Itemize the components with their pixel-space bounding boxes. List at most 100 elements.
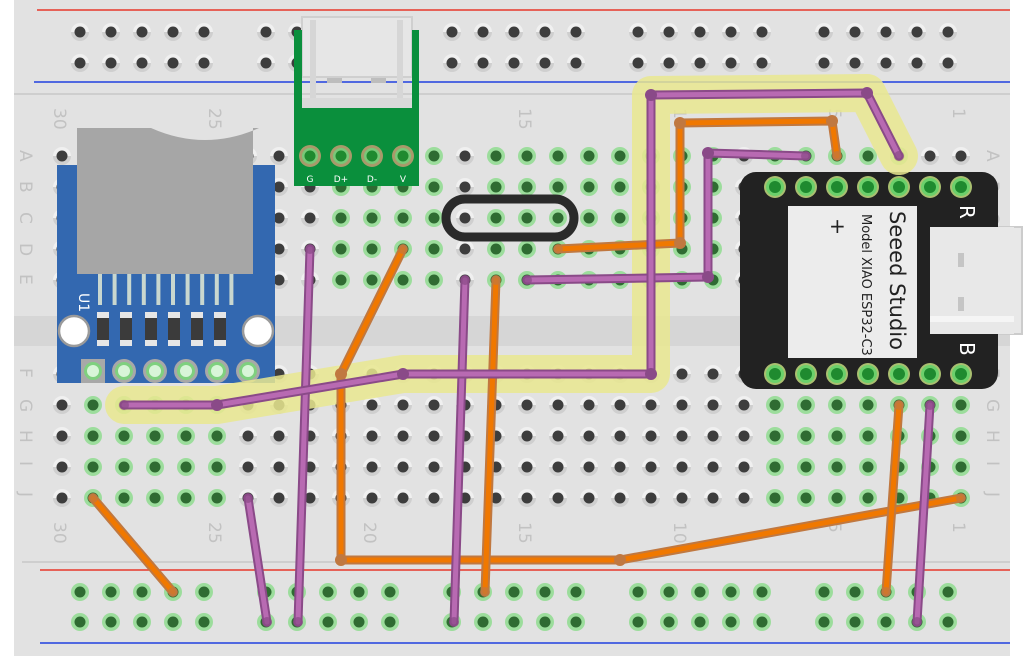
breadboard-hole[interactable] xyxy=(487,209,505,227)
xiao-pin[interactable] xyxy=(764,363,786,385)
breadboard-hole[interactable] xyxy=(766,489,784,507)
breadboard-hole[interactable] xyxy=(766,458,784,476)
breadboard-hole[interactable] xyxy=(673,396,691,414)
breadboard-hole[interactable] xyxy=(257,23,275,41)
breadboard-hole[interactable] xyxy=(239,458,257,476)
breadboard-hole[interactable] xyxy=(611,178,629,196)
breadboard-hole[interactable] xyxy=(518,458,536,476)
wire-bendpoint[interactable] xyxy=(826,115,838,127)
breadboard-hole[interactable] xyxy=(363,458,381,476)
breadboard-hole[interactable] xyxy=(611,147,629,165)
breadboard-hole[interactable] xyxy=(425,271,443,289)
breadboard-hole[interactable] xyxy=(84,427,102,445)
breadboard-hole[interactable] xyxy=(580,209,598,227)
breadboard-hole[interactable] xyxy=(580,489,598,507)
wire-purple-1[interactable] xyxy=(293,244,315,627)
breadboard-hole[interactable] xyxy=(518,489,536,507)
breadboard-hole[interactable] xyxy=(567,54,585,72)
breadboard-hole[interactable] xyxy=(102,583,120,601)
breadboard-hole[interactable] xyxy=(146,489,164,507)
breadboard-hole[interactable] xyxy=(381,583,399,601)
breadboard-hole[interactable] xyxy=(71,613,89,631)
wire-endpoint[interactable] xyxy=(553,244,563,254)
breadboard-hole[interactable] xyxy=(722,613,740,631)
wire-endpoint[interactable] xyxy=(460,275,470,285)
wire-purple-2[interactable] xyxy=(243,493,272,627)
breadboard-hole[interactable] xyxy=(921,147,939,165)
xiao-pin[interactable] xyxy=(795,176,817,198)
breadboard-hole[interactable] xyxy=(673,427,691,445)
breadboard-hole[interactable] xyxy=(939,583,957,601)
breadboard-hole[interactable] xyxy=(611,489,629,507)
xiao-pin[interactable] xyxy=(919,176,941,198)
breadboard-hole[interactable] xyxy=(611,458,629,476)
usb-pin-d+[interactable]: D+ xyxy=(330,145,352,185)
breadboard-hole[interactable] xyxy=(828,489,846,507)
breadboard-hole[interactable] xyxy=(722,23,740,41)
breadboard-hole[interactable] xyxy=(939,23,957,41)
breadboard-hole[interactable] xyxy=(722,54,740,72)
breadboard-hole[interactable] xyxy=(257,54,275,72)
wire-bendpoint[interactable] xyxy=(397,368,409,380)
wire-endpoint[interactable] xyxy=(956,493,966,503)
wire-bendpoint[interactable] xyxy=(335,554,347,566)
breadboard-hole[interactable] xyxy=(363,209,381,227)
sd-module-pin[interactable] xyxy=(81,359,105,383)
breadboard-hole[interactable] xyxy=(505,23,523,41)
breadboard-hole[interactable] xyxy=(859,458,877,476)
breadboard-hole[interactable] xyxy=(102,23,120,41)
breadboard-hole[interactable] xyxy=(425,240,443,258)
breadboard-hole[interactable] xyxy=(828,427,846,445)
breadboard-hole[interactable] xyxy=(735,458,753,476)
wire-endpoint[interactable] xyxy=(522,275,532,285)
breadboard-hole[interactable] xyxy=(53,458,71,476)
sd-module-pin[interactable] xyxy=(112,359,136,383)
breadboard-hole[interactable] xyxy=(195,583,213,601)
breadboard-hole[interactable] xyxy=(580,147,598,165)
wire-endpoint[interactable] xyxy=(119,400,129,410)
xiao-pin[interactable] xyxy=(795,363,817,385)
breadboard-hole[interactable] xyxy=(753,23,771,41)
breadboard-hole[interactable] xyxy=(177,458,195,476)
breadboard-hole[interactable] xyxy=(859,396,877,414)
breadboard-hole[interactable] xyxy=(549,427,567,445)
breadboard-hole[interactable] xyxy=(846,583,864,601)
breadboard-hole[interactable] xyxy=(660,23,678,41)
breadboard-hole[interactable] xyxy=(425,178,443,196)
breadboard-hole[interactable] xyxy=(611,209,629,227)
wire-bendpoint[interactable] xyxy=(645,89,657,101)
breadboard-hole[interactable] xyxy=(518,178,536,196)
breadboard-hole[interactable] xyxy=(536,54,554,72)
breadboard-hole[interactable] xyxy=(177,427,195,445)
breadboard-hole[interactable] xyxy=(691,583,709,601)
breadboard-hole[interactable] xyxy=(301,209,319,227)
breadboard-hole[interactable] xyxy=(908,23,926,41)
breadboard-hole[interactable] xyxy=(425,147,443,165)
wire-bendpoint[interactable] xyxy=(674,117,686,129)
wire-bendpoint[interactable] xyxy=(335,368,347,380)
breadboard-hole[interactable] xyxy=(270,458,288,476)
sd-module-pin[interactable] xyxy=(236,359,260,383)
breadboard-hole[interactable] xyxy=(456,178,474,196)
xiao-pin[interactable] xyxy=(764,176,786,198)
breadboard-hole[interactable] xyxy=(828,396,846,414)
breadboard-hole[interactable] xyxy=(133,23,151,41)
xiao-pin[interactable] xyxy=(950,363,972,385)
breadboard-hole[interactable] xyxy=(673,489,691,507)
breadboard-hole[interactable] xyxy=(319,583,337,601)
breadboard-hole[interactable] xyxy=(53,396,71,414)
breadboard-hole[interactable] xyxy=(629,23,647,41)
breadboard-hole[interactable] xyxy=(549,396,567,414)
breadboard-hole[interactable] xyxy=(208,458,226,476)
wire-endpoint[interactable] xyxy=(925,400,935,410)
breadboard-hole[interactable] xyxy=(877,54,895,72)
breadboard-hole[interactable] xyxy=(363,271,381,289)
wire-orange-1[interactable] xyxy=(88,493,178,597)
usb-pin-d-[interactable]: D- xyxy=(361,145,383,185)
breadboard-hole[interactable] xyxy=(71,583,89,601)
breadboard-hole[interactable] xyxy=(53,147,71,165)
xiao-pin[interactable] xyxy=(888,176,910,198)
breadboard-hole[interactable] xyxy=(704,489,722,507)
breadboard-hole[interactable] xyxy=(846,54,864,72)
